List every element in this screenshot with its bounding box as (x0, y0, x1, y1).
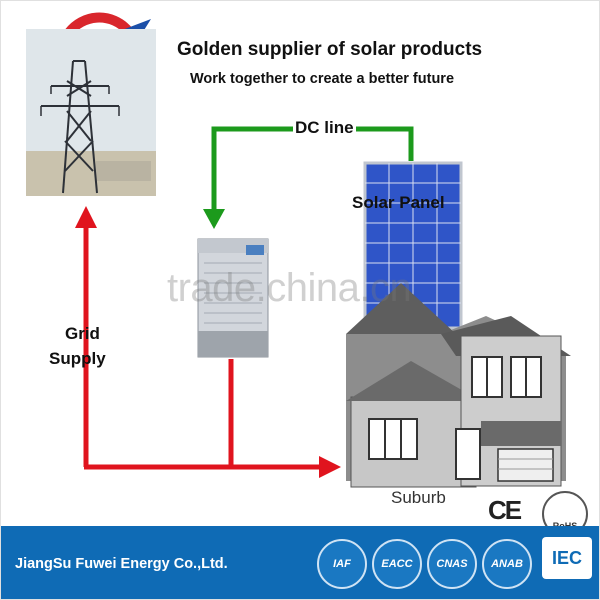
slogan: Work together to create a better future (190, 71, 455, 87)
house-label: Suburb (391, 488, 446, 507)
transmission-tower-image (26, 29, 156, 196)
grid-label-line2: Supply (49, 349, 106, 368)
anab-cert-icon: ANAB (482, 539, 532, 589)
solar-panel-label: Solar Panel (352, 193, 445, 212)
headline: Golden supplier of solar products (177, 39, 483, 60)
grid-label-line1: Grid (65, 324, 100, 343)
cnas-cert-icon: CNAS (427, 539, 477, 589)
house-image (346, 283, 571, 488)
grid-supply-arrows (75, 206, 341, 478)
watermark: trade.china.cn (167, 266, 412, 310)
iaf-cert-icon: IAF (317, 539, 367, 589)
iec-logo-icon: IEC (542, 537, 592, 579)
company-name: JiangSu Fuwei Energy Co.,Ltd. (15, 556, 228, 572)
eacc-cert-icon: EACC (372, 539, 422, 589)
dc-line-label: DC line (293, 118, 356, 138)
inverter-image (197, 238, 269, 358)
ce-mark-icon: CE (488, 495, 522, 525)
